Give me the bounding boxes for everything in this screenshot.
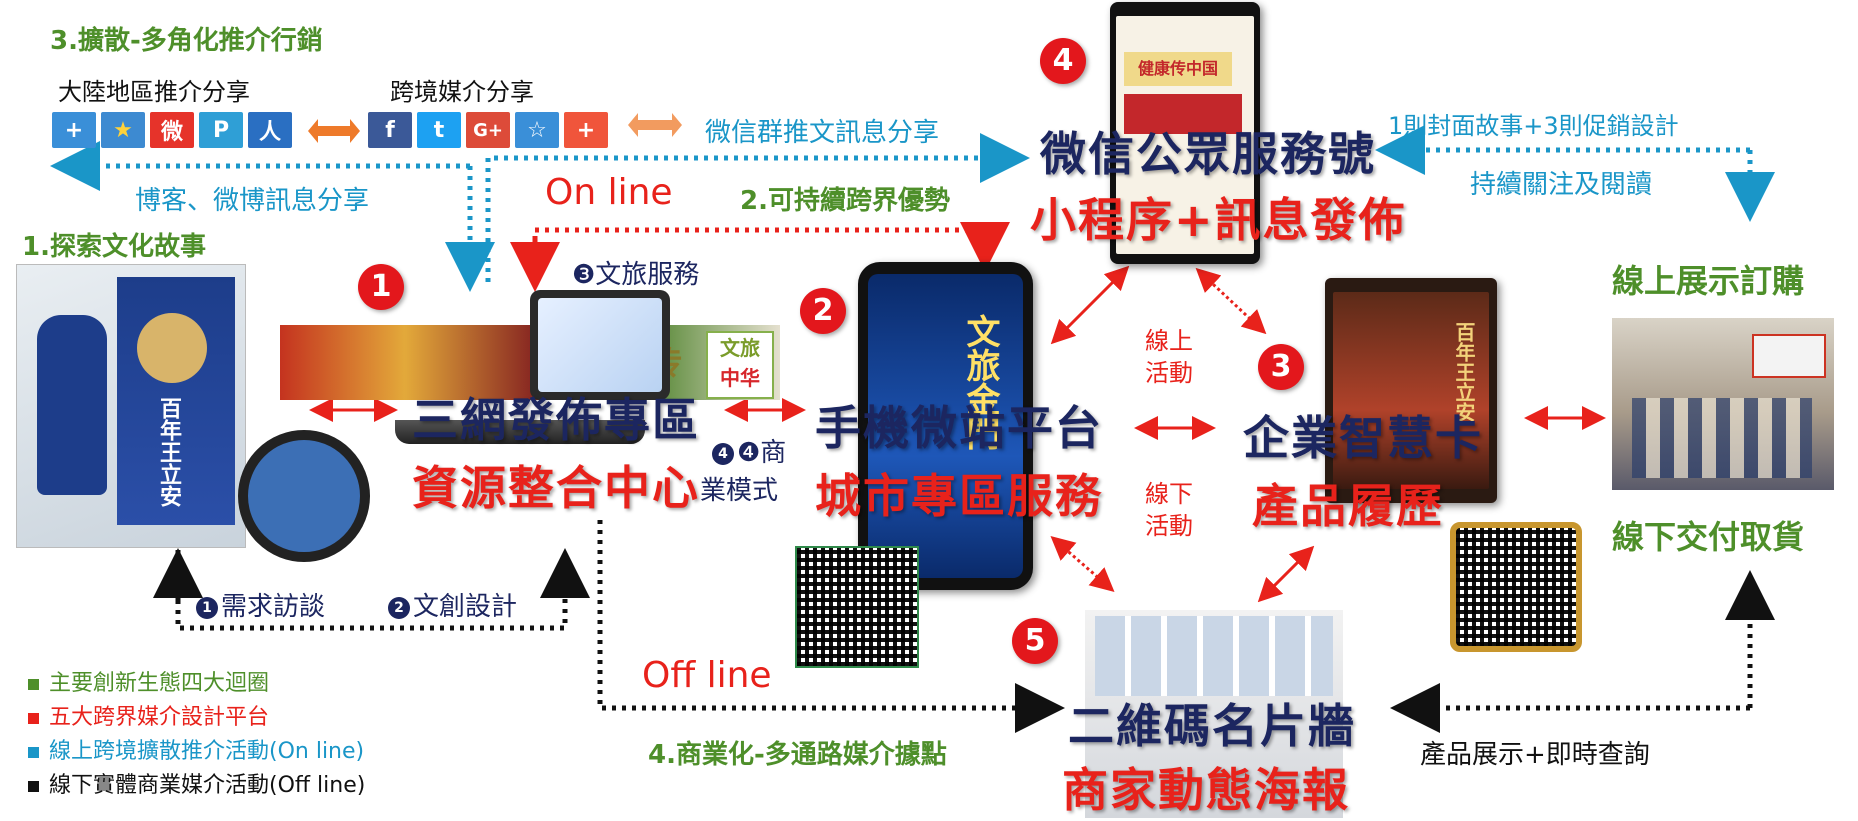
- node1-subtitle: 資源整合中心: [412, 461, 700, 515]
- legend-item-ecosystem: 主要創新生態四大迴圈: [28, 665, 269, 697]
- n2-to-n5: [1050, 536, 1115, 592]
- legend-swatch-black: [28, 780, 39, 792]
- legend-swatch-red: [28, 712, 39, 724]
- node1-title: 三網發佈專區: [412, 393, 700, 447]
- facebook-icon[interactable]: f: [368, 112, 412, 148]
- node4-title: 微信公眾服務號: [1040, 127, 1376, 181]
- add-icon[interactable]: +: [564, 112, 608, 148]
- laptop-image: [530, 290, 670, 400]
- node4-subtitle: 小程序+訊息發佈: [1030, 193, 1407, 247]
- expo-sign: [1752, 334, 1826, 378]
- offline-delivery-label: 線下交付取貨: [1612, 518, 1805, 556]
- mainland-share-label: 大陸地區推介分享: [58, 78, 250, 106]
- product-query-label: 產品展示+即時查詢: [1420, 740, 1650, 770]
- twitter-icon[interactable]: t: [417, 112, 461, 148]
- service3-label: ❸文旅服務: [572, 260, 700, 290]
- card-screen: 百年王立安: [1333, 292, 1489, 489]
- expo-photo: [1612, 318, 1834, 490]
- box-brand-text: 百年王立安: [156, 397, 181, 507]
- legend-swatch-green: [28, 678, 39, 690]
- star-share-icon[interactable]: ☆: [515, 112, 559, 148]
- online-display-label: 線上展示訂購: [1612, 262, 1805, 300]
- offline-arrow: [597, 520, 1065, 733]
- legend-item-platforms: 五大跨界媒介設計平台: [28, 699, 269, 731]
- orange-arrow-2: [628, 113, 682, 137]
- tencent-icon[interactable]: P: [199, 112, 243, 148]
- mainland-share-icons: + ★ 微 P 人: [52, 112, 292, 148]
- qr-wall-photo: [1085, 610, 1343, 818]
- crossborder-share-icons: f t G+ ☆ +: [368, 112, 608, 148]
- num-dot-1: 1: [196, 596, 218, 619]
- bubble-4: 4: [1040, 38, 1086, 84]
- offline-activity-label: 線下活動: [1145, 480, 1193, 540]
- renren-icon[interactable]: 人: [248, 112, 292, 148]
- plus-icon[interactable]: +: [52, 112, 96, 148]
- legend-swatch-blue: [28, 746, 39, 758]
- wechat-phone-image: 健康传中国: [1110, 2, 1260, 264]
- crossborder-share-label: 跨境媒介分享: [390, 78, 534, 106]
- phone2-screen: 文旅金門: [868, 274, 1023, 578]
- wechat-group-arrow: [485, 133, 1030, 282]
- bubble-5: 5: [1012, 618, 1058, 664]
- step3-title: 3.擴散-多角化推介行銷: [50, 26, 323, 56]
- bubble-2: 2: [800, 288, 846, 334]
- liquor-box-image: 百年王立安: [16, 264, 246, 548]
- laptop-base: [395, 420, 645, 444]
- n3-to-n5: [1257, 545, 1315, 603]
- offline-label: Off line: [642, 655, 772, 696]
- num-dot-2: 2: [388, 596, 410, 619]
- online-activity-label: 線上活動: [1145, 327, 1193, 387]
- portrait-medal: [137, 313, 207, 383]
- laptop-screen: [538, 298, 662, 392]
- qr-code-card[interactable]: [1450, 522, 1582, 652]
- legend-item-offline: 線下實體商業媒介活動(Off line): [28, 767, 365, 799]
- n4-to-n3: [1195, 267, 1267, 335]
- expo-crowd: [1632, 398, 1812, 478]
- node5-subtitle: 商家動態海報: [1062, 763, 1350, 817]
- card-brand-text: 百年王立安: [1452, 322, 1476, 422]
- bubble-1: 1: [358, 264, 404, 310]
- weibo-icon[interactable]: 微: [150, 112, 194, 148]
- node5-title: 二維碼名片牆: [1068, 699, 1356, 753]
- wechat-header: 健康传中国: [1124, 52, 1232, 86]
- wechat-screen: 健康传中国: [1116, 16, 1254, 254]
- bubble-3: 3: [1258, 344, 1304, 390]
- node2-title: 手機微站平台: [815, 401, 1103, 455]
- step1-title: 1.探索文化故事: [22, 232, 206, 262]
- node2-subtitle: 城市專區服務: [815, 469, 1103, 523]
- legend-item-online: 線上跨境擴散推介活動(On line): [28, 733, 364, 765]
- interview-loop: [175, 548, 590, 631]
- step4-title: 4.商業化-多通路媒介據點: [648, 740, 947, 770]
- cover-story-label: 1則封面故事+3則促銷設計: [1388, 112, 1679, 140]
- phone2-banner: 文旅金門: [960, 314, 1000, 450]
- wechat-banner: [1124, 94, 1242, 134]
- online-label: On line: [545, 172, 673, 213]
- googleplus-icon[interactable]: G+: [466, 112, 510, 148]
- num-dot-4: 4: [712, 442, 734, 465]
- qr-code-left[interactable]: [795, 546, 919, 668]
- step4-label-b: 業模式: [700, 476, 779, 506]
- node3-subtitle: 產品履歷: [1252, 479, 1444, 533]
- orange-arrow-1: [308, 119, 360, 143]
- strip-tag-wenlv: 文旅中华: [706, 331, 774, 399]
- node3-title: 企業智慧卡: [1243, 411, 1483, 465]
- star-icon[interactable]: ★: [101, 112, 145, 148]
- follow-read-label: 持續關注及閱讀: [1470, 170, 1653, 200]
- qr-wall-cards: [1095, 616, 1333, 696]
- magnifier-image: [238, 430, 370, 562]
- blog-weibo-label: 博客、微博訊息分享: [135, 186, 370, 216]
- card-phone-image: 百年王立安: [1325, 278, 1497, 503]
- box-shape: 百年王立安: [117, 277, 235, 525]
- wechat-group-label: 微信群推文訊息分享: [705, 118, 940, 148]
- step2-title: 2.可持續跨界優勢: [740, 186, 950, 216]
- bottle-shape: [37, 315, 107, 495]
- n2-to-n4: [1050, 265, 1130, 345]
- phone2-image: 文旅金門: [858, 262, 1033, 590]
